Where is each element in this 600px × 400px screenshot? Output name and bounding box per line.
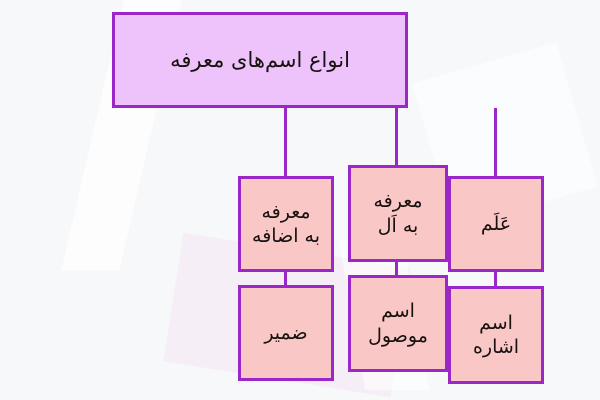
node-line: معرفه bbox=[373, 190, 423, 213]
node-line: به اضافه bbox=[252, 225, 320, 247]
connector-moarefe-be-al-to-esm-mosul bbox=[395, 262, 398, 275]
connector-alam-to-esm-eshare bbox=[494, 272, 497, 286]
node-esm-eshare: اسم اشاره bbox=[448, 286, 544, 384]
connector-root-to-moarefe-be-ezafe bbox=[284, 108, 287, 176]
node-line: اسم bbox=[479, 311, 513, 334]
node-line: موصول bbox=[368, 324, 428, 347]
connector-moarefe-be-ezafe-to-zamir bbox=[284, 272, 287, 285]
node-moarefe-be-al: معرفه به اَل bbox=[348, 165, 448, 262]
node-line: عَلَم bbox=[480, 212, 512, 235]
node-line: اشاره bbox=[472, 336, 520, 358]
connector-root-to-alam bbox=[494, 108, 497, 176]
node-alam: عَلَم bbox=[448, 176, 544, 272]
node-esm-mosul: اسم موصول bbox=[348, 275, 448, 372]
node-line: اسم bbox=[381, 300, 415, 323]
node-moarefe-be-ezafe: معرفه به اضافه bbox=[238, 176, 334, 272]
node-line: به اَل bbox=[377, 214, 419, 237]
root-node: انواع اسم‌های معرفه bbox=[112, 12, 408, 108]
connector-root-to-moarefe-be-al bbox=[395, 108, 398, 165]
node-line: معرفه bbox=[261, 200, 311, 223]
root-node-label: انواع اسم‌های معرفه bbox=[170, 47, 350, 72]
node-zamir: ضمیر bbox=[238, 285, 334, 381]
node-line: ضمیر bbox=[264, 321, 308, 344]
